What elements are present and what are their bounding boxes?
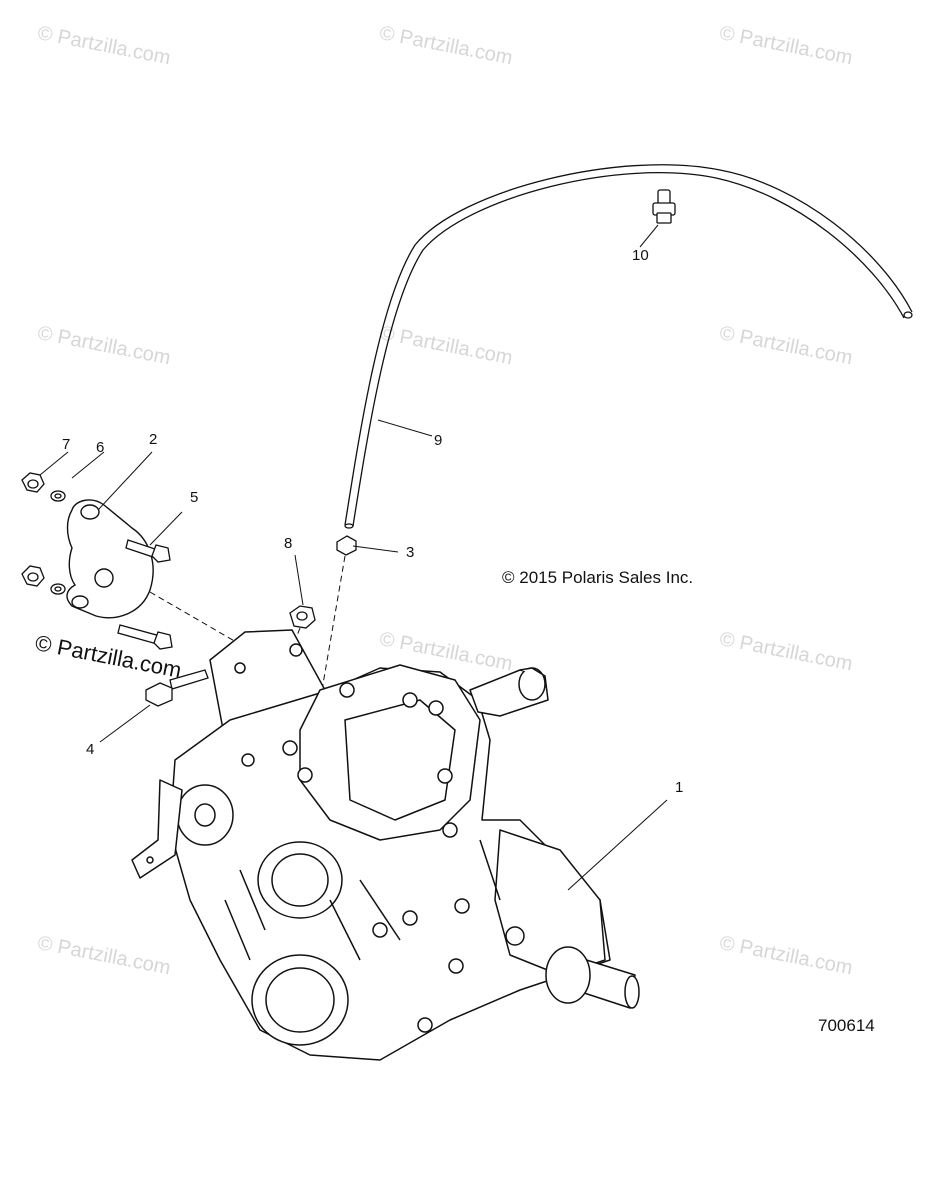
callout-5: 5 [190,489,199,506]
figure-number: 700614 [818,1016,875,1035]
callout-4: 4 [86,741,95,758]
callout-9: 9 [434,432,443,449]
transmission-assembly [131,629,640,1061]
hose-clip [652,189,676,224]
callout-1: 1 [675,779,684,796]
callout-8: 8 [284,535,293,552]
copyright-notice: © 2015 Polaris Sales Inc. [502,568,694,587]
spacer [289,605,316,629]
vent-hose [344,164,913,529]
leader-lines [39,224,668,891]
nuts-washers [21,472,66,595]
bolts [117,539,209,707]
callout-2: 2 [149,431,158,448]
callout-10: 10 [632,247,649,264]
callout-6: 6 [96,439,105,456]
speed-sensor [66,499,154,619]
callout-3: 3 [406,544,415,561]
hose-fitting [336,535,357,556]
callout-7: 7 [62,436,71,453]
